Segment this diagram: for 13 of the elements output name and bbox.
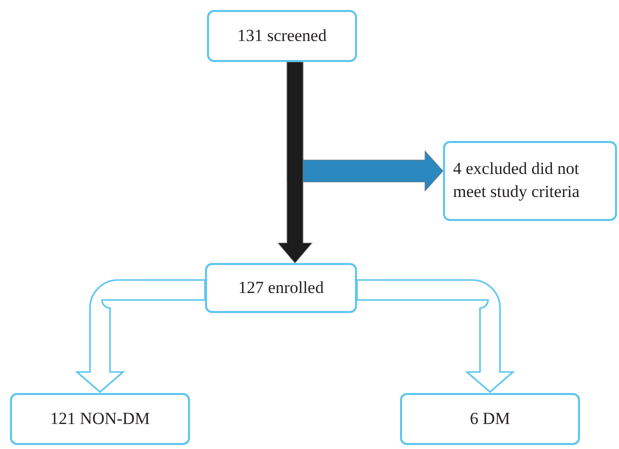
box-label: 4 excluded did not meet study criteria xyxy=(453,158,581,203)
hollow-arrow xyxy=(356,279,514,393)
box-label: 121 NON-DM xyxy=(50,408,150,430)
block-arrow xyxy=(277,62,313,264)
box-label: 127 enrolled xyxy=(238,276,324,299)
hollow-arrow xyxy=(76,279,206,393)
process-box xyxy=(205,263,357,313)
process-box xyxy=(443,141,617,221)
box-label: 131 screened xyxy=(237,24,327,47)
box-label: 6 DM xyxy=(470,408,510,430)
process-box xyxy=(207,10,357,62)
process-box xyxy=(10,393,190,445)
process-box xyxy=(400,393,580,445)
